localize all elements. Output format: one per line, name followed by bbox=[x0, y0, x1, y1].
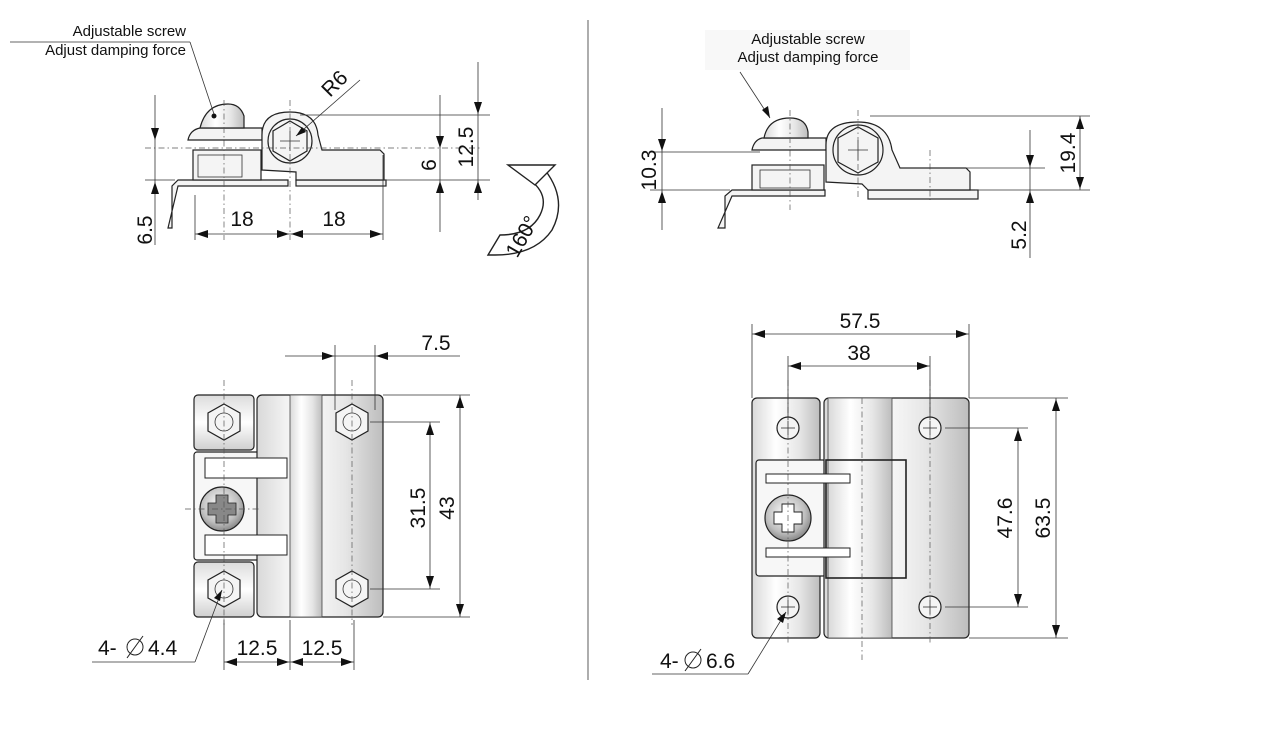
small-front-dim-d3: 43 bbox=[436, 496, 459, 519]
small-front-hole-dia: 4.4 bbox=[148, 637, 178, 660]
small-front-dim-d5: 12.5 bbox=[302, 637, 343, 660]
large-side-screw-label: Adjustable screw bbox=[751, 31, 865, 48]
large-side-view: Adjustable screw Adjust damping force 10… bbox=[638, 30, 1090, 258]
small-side-dim-d1: 6.5 bbox=[134, 215, 157, 244]
screw-mark-icon bbox=[211, 113, 217, 119]
large-front-dim-d3: 47.6 bbox=[994, 498, 1017, 539]
small-side-dim-d5: 12.5 bbox=[455, 127, 478, 168]
small-side-radius: R6 bbox=[317, 66, 352, 101]
large-side-dim-d2: 19.4 bbox=[1057, 132, 1080, 173]
small-side-screw-label: Adjustable screw bbox=[73, 23, 187, 40]
small-side-damping-label: Adjust damping force bbox=[45, 42, 186, 59]
large-front-hole-label: 4- bbox=[660, 650, 679, 673]
large-front-dim-d4: 63.5 bbox=[1032, 498, 1055, 539]
small-front-dim-d4: 12.5 bbox=[237, 637, 278, 660]
small-front-dim-d1: 7.5 bbox=[421, 332, 450, 355]
small-front-hole-label: 4- bbox=[98, 637, 117, 660]
large-front-dim-d1: 57.5 bbox=[840, 310, 881, 333]
large-side-dim-d3: 5.2 bbox=[1008, 220, 1031, 249]
small-front-dim-d2: 31.5 bbox=[407, 488, 430, 529]
diameter-symbol-icon bbox=[684, 648, 702, 672]
large-side-dim-d1: 10.3 bbox=[638, 150, 661, 191]
diameter-symbol-icon bbox=[126, 635, 144, 659]
small-side-dim-d4: 6 bbox=[418, 159, 441, 171]
small-side-view: Adjustable screw Adjust damping force R6… bbox=[10, 23, 560, 261]
small-side-dim-d3: 18 bbox=[322, 208, 345, 231]
rotation-arrow-icon bbox=[486, 169, 560, 256]
small-side-dim-d2: 18 bbox=[230, 208, 253, 231]
large-front-view: 57.5 38 47.6 63.5 4- 6.6 bbox=[652, 310, 1068, 675]
large-front-hole-dia: 6.6 bbox=[706, 650, 735, 673]
small-front-view: 7.5 31.5 43 12.5 12.5 4- 4.4 bbox=[92, 332, 470, 670]
large-front-dim-d2: 38 bbox=[847, 342, 870, 365]
large-side-damping-label: Adjust damping force bbox=[738, 49, 879, 66]
